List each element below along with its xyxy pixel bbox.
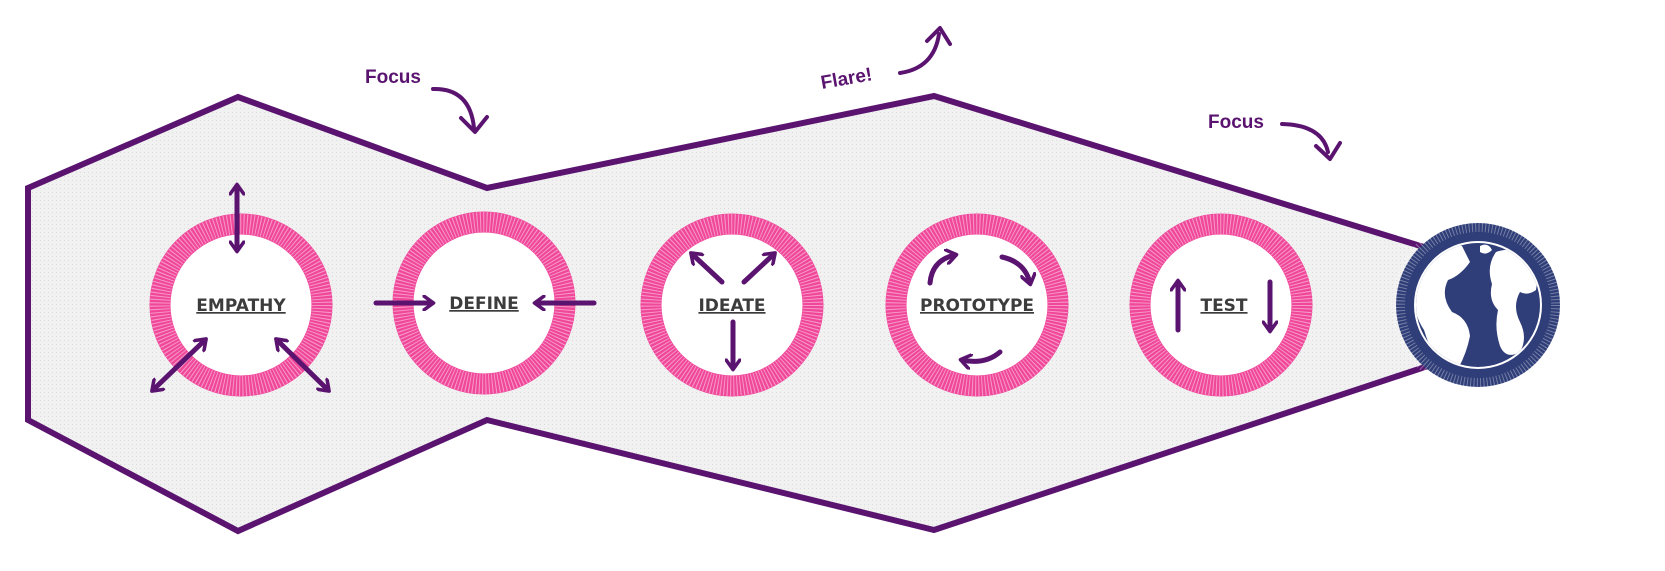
focus-left-annotation: Focus [365,67,489,134]
stage-label: DEFINE [449,294,519,314]
globe-icon [1391,218,1565,392]
ideate-diverging-arrows-icon [692,254,774,368]
stage-define: DEFINE [373,211,597,395]
focus-right-label: Focus [1208,112,1264,133]
stage-label: IDEATE [698,296,765,316]
test-up-down-arrows-icon [1178,282,1270,330]
stage-label: TEST [1200,296,1247,316]
stage-ring [1129,213,1313,397]
stage-label: PROTOTYPE [920,296,1034,316]
prototype-cycle-arrows-icon [927,255,1030,361]
stage-test: TEST [1129,213,1313,397]
curved-arrow-icon [431,86,476,130]
flare-annotation: Flare! [819,26,952,94]
stage-label: EMPATHY [196,296,286,316]
stage-ideate: IDEATE [640,213,824,397]
curved-arrow-icon [1280,122,1330,154]
flare-label: Flare! [819,64,874,94]
focus-left-label: Focus [365,67,421,88]
focus-right-annotation: Focus [1208,112,1342,161]
curved-arrow-icon [898,32,941,75]
empathy-arrows-icon [153,186,328,390]
stage-prototype: PROTOTYPE [885,213,1069,397]
stage-empathy: EMPATHY [149,186,333,397]
